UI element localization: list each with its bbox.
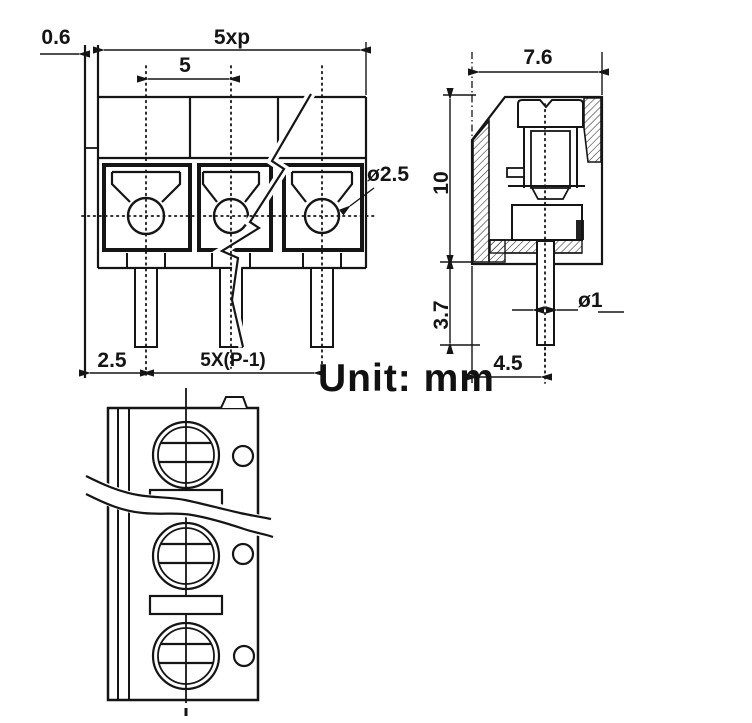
divider-slot-2	[148, 594, 224, 616]
side-screw-assembly	[489, 99, 585, 254]
dim-side-pin-length-label: 3.7	[430, 300, 453, 329]
side-dimensions: 7.6 10 3.7 ø1 4.5	[430, 46, 624, 384]
mount-hole-2	[231, 542, 255, 566]
screw-shaft-section	[530, 130, 571, 189]
top-notch	[220, 396, 248, 409]
front-view: 5xp 0.6 5 ø2.5 2.5 5X(P-1)	[40, 26, 409, 379]
side-view: 7.6 10 3.7 ø1 4.5	[430, 46, 624, 384]
screw-top-3	[151, 621, 221, 691]
break-band	[75, 474, 283, 539]
side-pin	[536, 240, 555, 346]
dim-front-hole-label: ø2.5	[367, 163, 409, 186]
pin-1	[134, 267, 158, 348]
front-centerlines	[81, 65, 375, 379]
mount-hole-3	[232, 644, 256, 668]
dim-front-edge-label: 2.5	[97, 349, 127, 372]
bottom-body-outline	[106, 406, 260, 702]
dim-side-base-label: 4.5	[493, 352, 523, 375]
front-dimensions: 5xp 0.6 5 ø2.5 2.5 5X(P-1)	[40, 26, 409, 377]
break-line-zigzag	[212, 91, 315, 349]
dim-front-span-label: 5X(P-1)	[200, 350, 265, 371]
side-body-outline	[470, 95, 604, 266]
dim-front-overall-label: 5xp	[214, 26, 250, 49]
dim-side-height-label: 10	[430, 171, 453, 194]
side-hatching	[472, 97, 602, 263]
dim-side-pin-dia-label: ø1	[578, 289, 603, 312]
bottom-view	[75, 388, 283, 716]
mount-hole-1	[231, 444, 255, 468]
wire-clamp-section	[511, 204, 583, 241]
pin-3	[310, 267, 334, 348]
clamp-wall-section	[576, 220, 584, 240]
screw-head-section	[517, 99, 584, 128]
screw-top-1	[151, 420, 221, 490]
dim-front-pitch-label: 5	[179, 54, 191, 77]
unit-note: Unit: mm	[318, 357, 495, 400]
dim-front-wall-label: 0.6	[41, 26, 70, 49]
screw-top-2	[151, 521, 221, 591]
dim-side-width-label: 7.6	[523, 46, 552, 69]
front-left-wall	[83, 45, 100, 378]
